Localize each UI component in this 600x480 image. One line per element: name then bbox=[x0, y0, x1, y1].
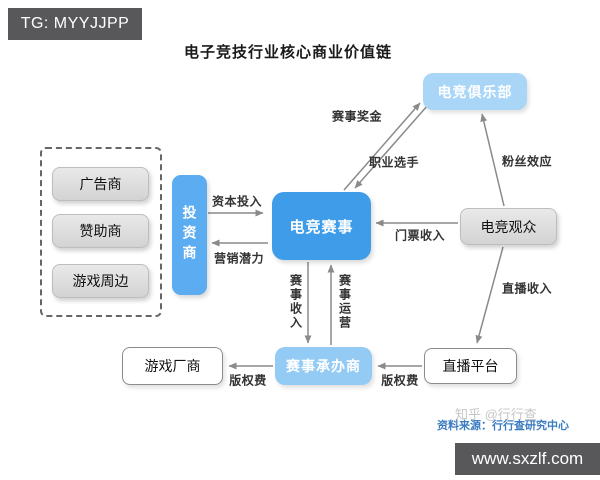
data-source-note: 资料来源：行行查研究中心 bbox=[437, 420, 569, 432]
zhihu-watermark: 知乎 @行行查 bbox=[455, 407, 537, 422]
edge-fan-effect-arrow bbox=[480, 113, 505, 207]
edge-label-live-income: 直播收入 bbox=[501, 281, 553, 296]
node-game-peripheral: 游戏周边 bbox=[52, 264, 149, 298]
edge-label-marketing-potential: 营销潜力 bbox=[213, 251, 265, 266]
node-investor: 投资商 bbox=[172, 175, 207, 295]
node-event-organizer: 赛事承办商 bbox=[275, 347, 372, 385]
edge-label-prize-money: 赛事奖金 bbox=[331, 109, 383, 124]
node-sponsor: 赞助商 bbox=[52, 214, 149, 248]
edge-label-pro-players: 职业选手 bbox=[368, 155, 420, 170]
node-live-platform: 直播平台 bbox=[424, 348, 517, 384]
edge-live-income-arrow bbox=[475, 246, 504, 344]
website-watermark: www.sxzlf.com bbox=[455, 443, 600, 475]
edge-label-event-operation: 赛事运营 bbox=[337, 274, 352, 330]
node-esports-audience: 电竞观众 bbox=[460, 208, 557, 245]
edge-label-capital-investment: 资本投入 bbox=[211, 194, 263, 209]
tg-watermark-banner: TG: MYYJJPP bbox=[8, 8, 142, 40]
node-esports-event: 电竞赛事 bbox=[272, 192, 371, 260]
node-game-manufacturer: 游戏厂商 bbox=[122, 347, 223, 385]
edge-label-ticket-income: 门票收入 bbox=[394, 228, 446, 243]
node-esports-club: 电竞俱乐部 bbox=[423, 73, 527, 110]
edge-label-copyright-fee-left: 版权费 bbox=[229, 373, 267, 388]
edge-label-copyright-fee-right: 版权费 bbox=[381, 373, 419, 388]
edge-label-fan-effect: 粉丝效应 bbox=[501, 154, 553, 169]
upstream-group-frame bbox=[40, 147, 162, 317]
edge-label-event-income: 赛事收入 bbox=[288, 274, 303, 330]
node-advertiser: 广告商 bbox=[52, 167, 149, 201]
diagram-title: 电子竞技行业核心商业价值链 bbox=[183, 44, 392, 61]
